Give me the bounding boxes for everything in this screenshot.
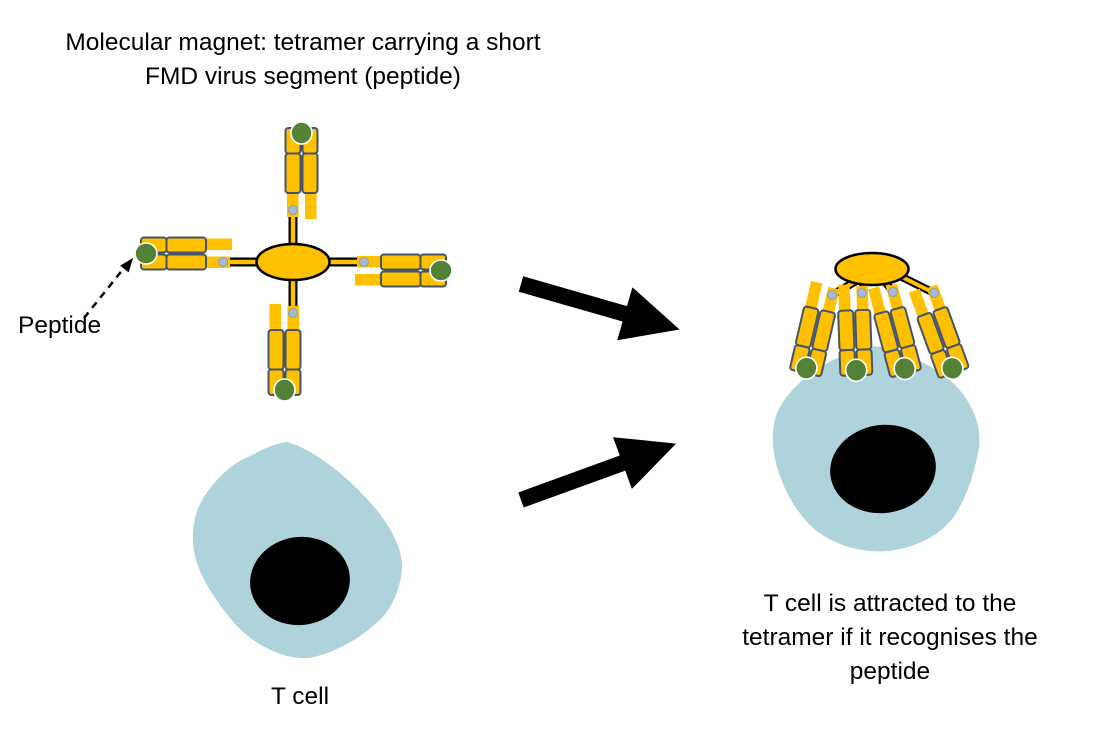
t-cell-nucleus xyxy=(250,536,350,626)
mhc-arm-top xyxy=(284,121,319,220)
caption-line-3: peptide xyxy=(849,658,931,685)
tetramer-bound-to-cell-icon xyxy=(772,251,980,552)
peptide-label: Peptide xyxy=(18,312,102,339)
title-line-1: Molecular magnet: tetramer carrying a sh… xyxy=(65,29,541,56)
right-block-arrow-icon xyxy=(518,437,677,508)
mhc-arm-2 xyxy=(836,282,874,383)
t-cell-icon xyxy=(192,442,402,659)
dashed-arrow-icon xyxy=(83,258,133,319)
t-cell-nucleus xyxy=(830,424,936,514)
dashed-arrow-line xyxy=(83,267,125,319)
tetramer-hub xyxy=(834,251,910,287)
mhc-arm-right xyxy=(354,253,453,288)
t-cell-label: T cell xyxy=(270,683,330,710)
right-caption: T cell is attracted to the tetramer if i… xyxy=(690,587,1090,689)
caption-line-1: T cell is attracted to the xyxy=(763,590,1017,617)
mhc-arm-left xyxy=(134,236,233,271)
mhc-arm-bottom xyxy=(267,303,302,402)
title-line-2: FMD virus segment (peptide) xyxy=(145,63,461,90)
caption-line-2: tetramer if it recognises the xyxy=(742,624,1038,651)
dashed-arrow-head xyxy=(120,258,133,273)
page-title: Molecular magnet: tetramer carrying a sh… xyxy=(20,26,586,94)
right-block-arrow-icon xyxy=(518,276,680,341)
tetramer-cross-icon xyxy=(134,121,453,402)
tetramer-hub xyxy=(255,242,331,282)
